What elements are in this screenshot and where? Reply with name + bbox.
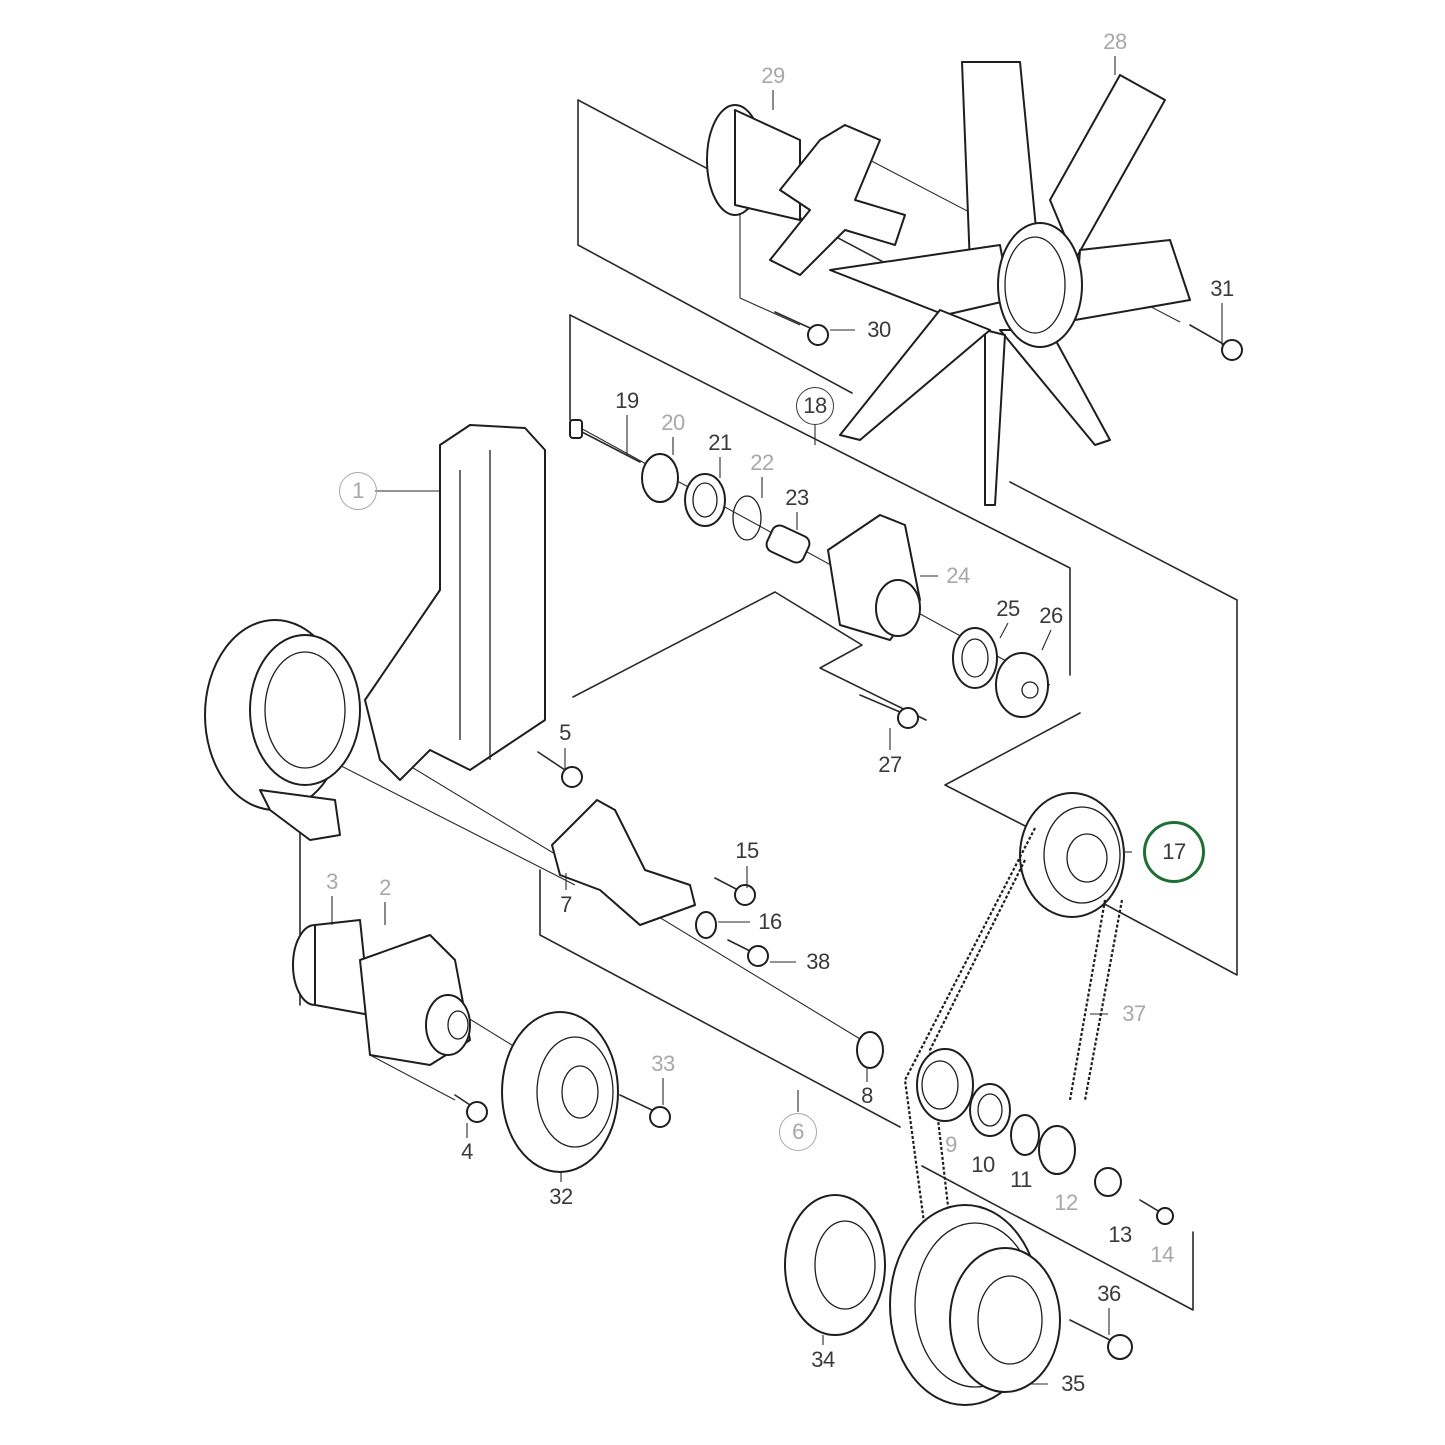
- callout-label-37: 37: [1122, 1001, 1146, 1026]
- fan-bolts: [774, 311, 1243, 361]
- callout-label-4: 4: [461, 1139, 473, 1164]
- fan-blade-assembly: [829, 61, 1191, 506]
- callout-label-10: 10: [971, 1152, 995, 1177]
- callout-label-13: 13: [1108, 1222, 1132, 1247]
- callout-label-5: 5: [559, 720, 571, 745]
- callout-label-35: 35: [1061, 1371, 1085, 1396]
- callout-label-23: 23: [785, 485, 809, 510]
- callout-label-31: 31: [1210, 276, 1234, 301]
- tensioner-pulley: [1019, 792, 1125, 918]
- bracket-and-bolts: [551, 799, 769, 967]
- callout-label-16: 16: [758, 909, 782, 934]
- callout-label-29: 29: [761, 63, 785, 88]
- callout-label-25: 25: [996, 596, 1020, 621]
- callout-label-8: 8: [861, 1083, 873, 1108]
- callout-label-28: 28: [1103, 29, 1127, 54]
- callout-label-26: 26: [1039, 603, 1063, 628]
- callout-label-7: 7: [560, 892, 572, 917]
- callout-label-38: 38: [806, 949, 830, 974]
- callout-label-22: 22: [750, 450, 774, 475]
- callout-label-12: 12: [1054, 1190, 1078, 1215]
- tensioner-components: [537, 419, 1049, 788]
- callout-label-14: 14: [1150, 1242, 1174, 1267]
- callout-label-6: 6: [779, 1113, 817, 1151]
- callout-label-2: 2: [379, 875, 391, 900]
- callout-label-34: 34: [811, 1347, 835, 1372]
- callout-label-32: 32: [549, 1184, 573, 1209]
- idler-stack: [856, 1031, 1174, 1225]
- water-pump: [292, 919, 488, 1123]
- callout-label-20: 20: [661, 410, 685, 435]
- water-pump-pulley: [501, 1011, 671, 1173]
- callout-label-21: 21: [708, 430, 732, 455]
- callout-label-24: 24: [946, 563, 970, 588]
- callout-label-30: 30: [867, 317, 891, 342]
- crankshaft-pulleys: [784, 1194, 1133, 1406]
- callout-label-18: 18: [796, 387, 834, 425]
- callout-label-33: 33: [651, 1051, 675, 1076]
- fan-spacer-hub: [706, 104, 906, 276]
- callout-label-1: 1: [339, 472, 377, 510]
- timing-housing: [204, 424, 546, 841]
- callout-label-3: 3: [326, 869, 338, 894]
- callout-label-11: 11: [1010, 1167, 1032, 1192]
- callout-leader-lines: [331, 56, 1223, 1385]
- callout-label-27: 27: [878, 752, 902, 777]
- callout-label-19: 19: [615, 388, 639, 413]
- callout-label-17: 17: [1143, 821, 1205, 883]
- callout-label-9: 9: [945, 1132, 957, 1157]
- callout-label-36: 36: [1097, 1281, 1121, 1306]
- callout-label-15: 15: [735, 838, 759, 863]
